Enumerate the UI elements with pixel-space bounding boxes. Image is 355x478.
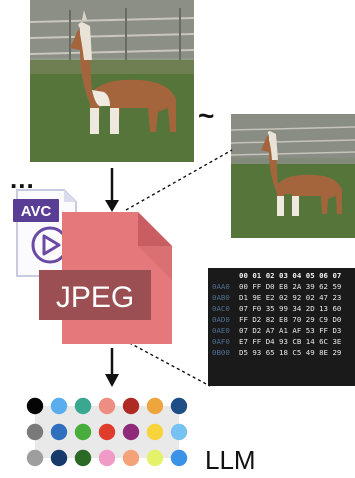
hex-offset: 0B00 (212, 348, 230, 357)
avc-file-icon: AVC (13, 189, 77, 277)
token-dot (170, 423, 188, 441)
token-connection (59, 432, 83, 458)
token-dot (122, 449, 140, 467)
hex-dump-panel: 00 01 02 03 04 05 06 07 0AA0 00 FF D0 E8 … (208, 268, 355, 386)
hex-offset: 0AA0 (212, 282, 230, 291)
hex-offset: 0AE0 (212, 326, 230, 335)
llm-label: LLM (205, 445, 256, 475)
token-dot (146, 423, 164, 441)
dashed-line-to-reconstruction (125, 149, 233, 211)
token-dot (98, 397, 116, 415)
token-connection (83, 406, 107, 432)
token-connection (155, 406, 179, 432)
token-dot (74, 449, 92, 467)
hex-bytes: 07 D2 A7 A1 AF 53 FF D3 (239, 326, 342, 335)
token-dot (146, 397, 164, 415)
hex-row: 0AF0 E7 FF D4 93 CB 14 6C 3E (208, 336, 355, 347)
hex-row: 0AA0 00 FF D0 E8 2A 39 62 59 (208, 281, 355, 292)
token-connection (131, 406, 155, 432)
llama-photo-reconstructed (231, 114, 355, 238)
token-dot (170, 397, 188, 415)
token-connection (83, 432, 107, 458)
token-connection (35, 432, 59, 458)
hex-row: 0B00 D5 93 65 18 C5 49 8E 29 (208, 347, 355, 358)
hex-offset: 0AB0 (212, 293, 230, 302)
hex-bytes: D1 9E E2 02 92 02 47 23 (239, 293, 342, 302)
jpeg-file-icon: JPEG (39, 212, 172, 344)
token-connection (107, 406, 131, 432)
hex-bytes: E7 FF D4 93 CB 14 6C 3E (239, 337, 342, 346)
avc-label: AVC (21, 203, 52, 220)
token-dot (74, 423, 92, 441)
token-connection (59, 406, 83, 432)
token-dot (122, 423, 140, 441)
more-formats-ellipsis: ... (10, 164, 35, 194)
hex-offset: 0AD0 (212, 315, 230, 324)
hex-offset: 0AC0 (212, 304, 230, 313)
token-dot (98, 449, 116, 467)
jpeg-label: JPEG (56, 281, 134, 314)
arrow-down-2-head (105, 374, 119, 387)
token-dot (50, 397, 68, 415)
token-connection (35, 406, 59, 432)
hex-bytes: 00 FF D0 E8 2A 39 62 59 (239, 282, 342, 291)
token-dot (170, 449, 188, 467)
hex-row: 0AC0 07 F0 35 99 34 2D 13 60 (208, 303, 355, 314)
hex-row: 0AD0 FF D2 82 E8 70 29 C9 D0 (208, 314, 355, 325)
llama-photo (30, 0, 194, 162)
token-connection (155, 432, 179, 458)
token-dot (26, 449, 44, 467)
hex-offset: 0AF0 (212, 337, 230, 346)
token-dot (122, 397, 140, 415)
hex-row: 0AB0 D1 9E E2 02 92 02 47 23 (208, 292, 355, 303)
hex-bytes: FF D2 82 E8 70 29 C9 D0 (239, 315, 342, 324)
hex-row: 0AE0 07 D2 A7 A1 AF 53 FF D3 (208, 325, 355, 336)
hex-column-header: 00 01 02 03 04 05 06 07 (239, 271, 342, 280)
token-dot (26, 423, 44, 441)
token-dot (50, 423, 68, 441)
token-dot (98, 423, 116, 441)
token-dot (26, 397, 44, 415)
hex-bytes: 07 F0 35 99 34 2D 13 60 (239, 304, 342, 313)
token-connection (131, 432, 155, 458)
token-connections (35, 406, 179, 458)
dashed-line-to-bytes (123, 339, 211, 387)
token-dot (74, 397, 92, 415)
token-dot (146, 449, 164, 467)
hex-bytes: D5 93 65 18 C5 49 8E 29 (239, 348, 342, 357)
arrow-down-1-head (105, 200, 119, 212)
approximation-tilde: ~ (198, 100, 215, 131)
token-dots (26, 397, 188, 467)
token-connection (107, 432, 131, 458)
token-dot (50, 449, 68, 467)
